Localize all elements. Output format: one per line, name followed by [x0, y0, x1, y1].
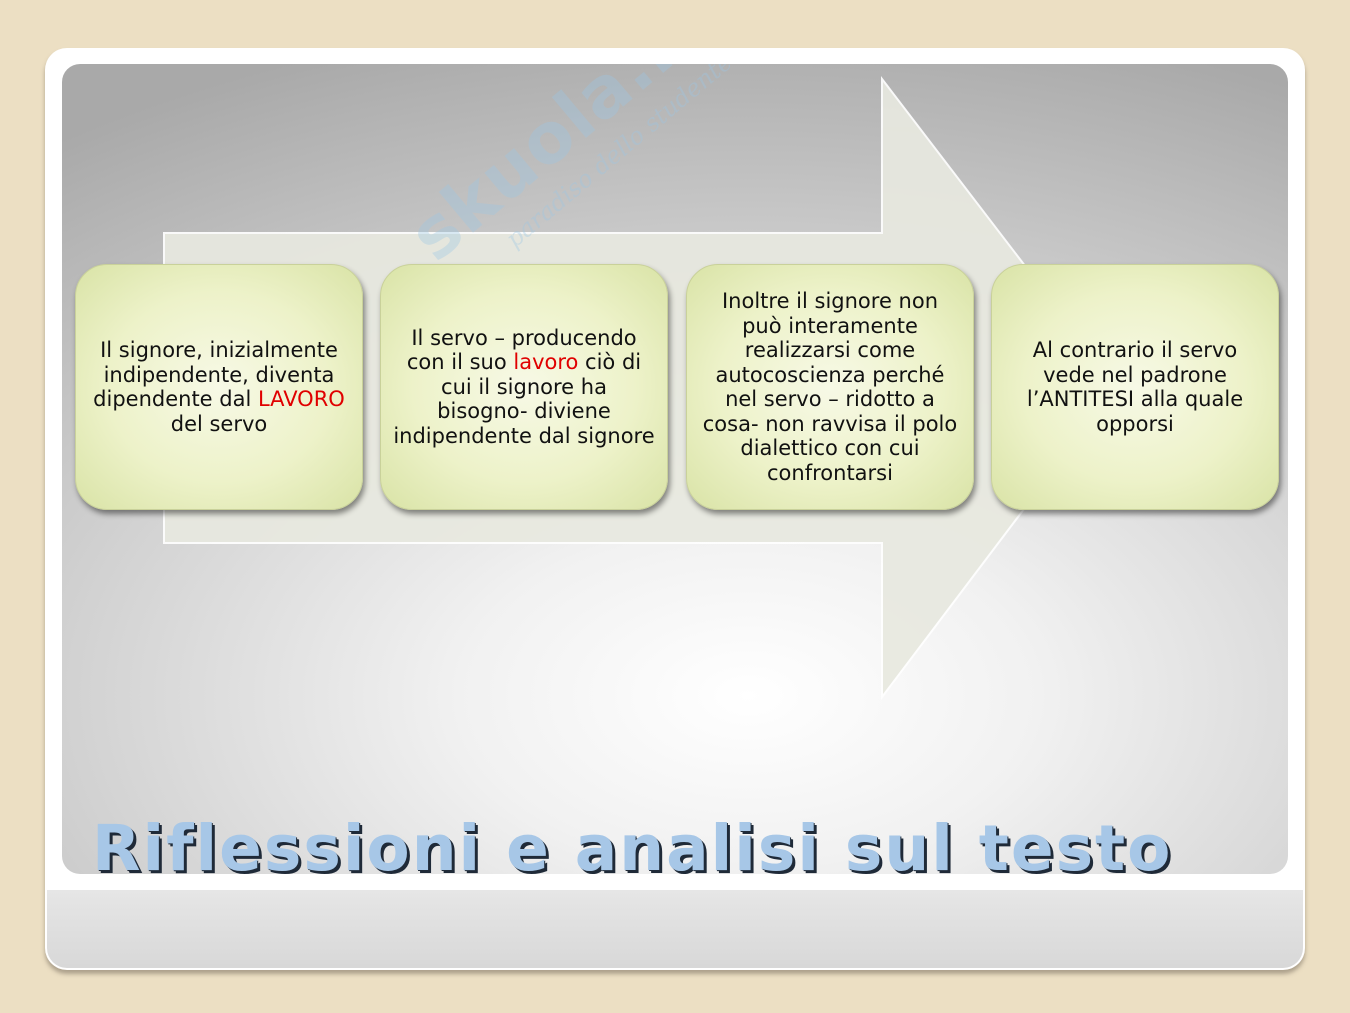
- step-box-3: Inoltre il signore non può interamente r…: [686, 264, 974, 510]
- step-text-segment: Al contrario il servo vede nel padrone l…: [1026, 338, 1244, 436]
- step-text-segment: del servo: [170, 411, 268, 436]
- step-box-1: Il signore, inizialmente indipendente, d…: [75, 264, 363, 510]
- step-text-segment: Inoltre il signore non può interamente r…: [702, 289, 958, 485]
- highlighted-term: lavoro: [513, 350, 579, 375]
- step-box-2: Il servo – producendo con il suo lavoro …: [380, 264, 668, 510]
- slide-bottom-band: [47, 890, 1303, 968]
- step-text-4: Al contrario il servo vede nel padrone l…: [1004, 338, 1266, 436]
- step-text-segment: ciò di cui il signore ha bisogno- divien…: [393, 350, 655, 448]
- slide-title: Riflessioni e analisi sul testo: [92, 812, 1173, 885]
- step-text-2: Il servo – producendo con il suo lavoro …: [393, 326, 655, 449]
- step-text-segment: Il signore, inizialmente indipendente, d…: [93, 338, 338, 411]
- step-text-3: Inoltre il signore non può interamente r…: [699, 289, 961, 485]
- highlighted-term: LAVORO: [257, 387, 345, 411]
- step-text-1: Il signore, inizialmente indipendente, d…: [88, 338, 350, 436]
- step-box-4: Al contrario il servo vede nel padrone l…: [991, 264, 1279, 510]
- step-text-segment: Il servo – producendo con il suo: [406, 325, 637, 375]
